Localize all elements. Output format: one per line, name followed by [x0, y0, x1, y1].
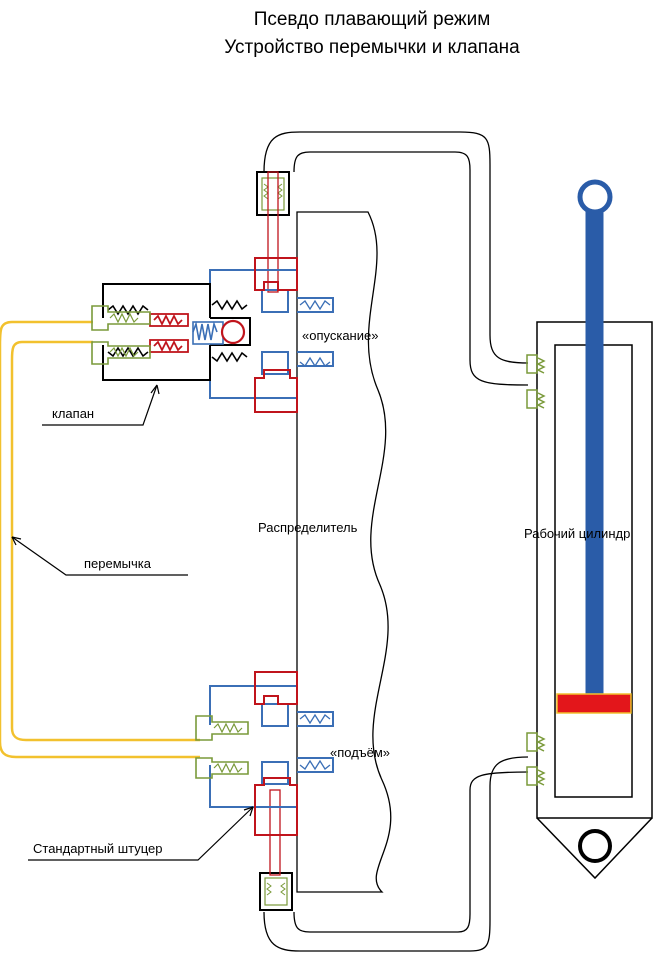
label-cylinder: Рабочий цилиндр: [524, 526, 630, 541]
leader-lines: [11, 384, 254, 861]
distributor-body: [296, 211, 392, 893]
valve-spring: [192, 321, 224, 345]
jumper-distributor-nuts: [195, 715, 249, 779]
jumper-valve-nuts: [91, 305, 151, 365]
label-lowering: «опускание»: [302, 328, 378, 343]
cylinder-ports: [526, 354, 546, 786]
label-raising: «подъём»: [330, 745, 390, 760]
jumper-inner: [10, 340, 200, 742]
rod-eye: [577, 179, 613, 215]
lower-red-fitting-bottom: [254, 777, 298, 836]
bottom-hose-fitting: [259, 872, 293, 911]
bottom-hose-inner: [293, 771, 529, 933]
jumper-outer: [0, 320, 200, 759]
label-jumper: перемычка: [84, 556, 152, 571]
label-valve: клапан: [52, 406, 94, 421]
label-distributor: Распределитель: [258, 520, 358, 535]
diagram-title-line1: Псевдо плавающий режим: [254, 9, 491, 30]
valve-inner-fittings: [149, 313, 189, 353]
piston: [556, 693, 632, 714]
top-hose-fitting: [256, 171, 290, 216]
top-hose-inner: [293, 151, 529, 386]
diagram-title-line2: Устройство перемычки и клапана: [224, 37, 520, 58]
piston-rod: [585, 209, 604, 697]
label-fitting: Стандартный штуцер: [33, 841, 163, 856]
top-fitting-stem: [267, 171, 279, 293]
top-hose-outer: [263, 131, 529, 364]
bottom-hose-outer: [263, 756, 529, 952]
upper-red-fitting-top: [254, 257, 298, 291]
valve-body: [102, 283, 251, 381]
working-cylinder: [536, 321, 653, 880]
lower-red-fitting-top: [254, 671, 298, 705]
lower-distributor-port: [209, 685, 334, 808]
bottom-fitting-stem: [269, 789, 281, 876]
cylinder-mount-eye: [578, 829, 612, 863]
valve-ball: [220, 319, 246, 345]
upper-red-fitting-bottom: [254, 369, 298, 413]
upper-distributor-port: [209, 269, 334, 399]
